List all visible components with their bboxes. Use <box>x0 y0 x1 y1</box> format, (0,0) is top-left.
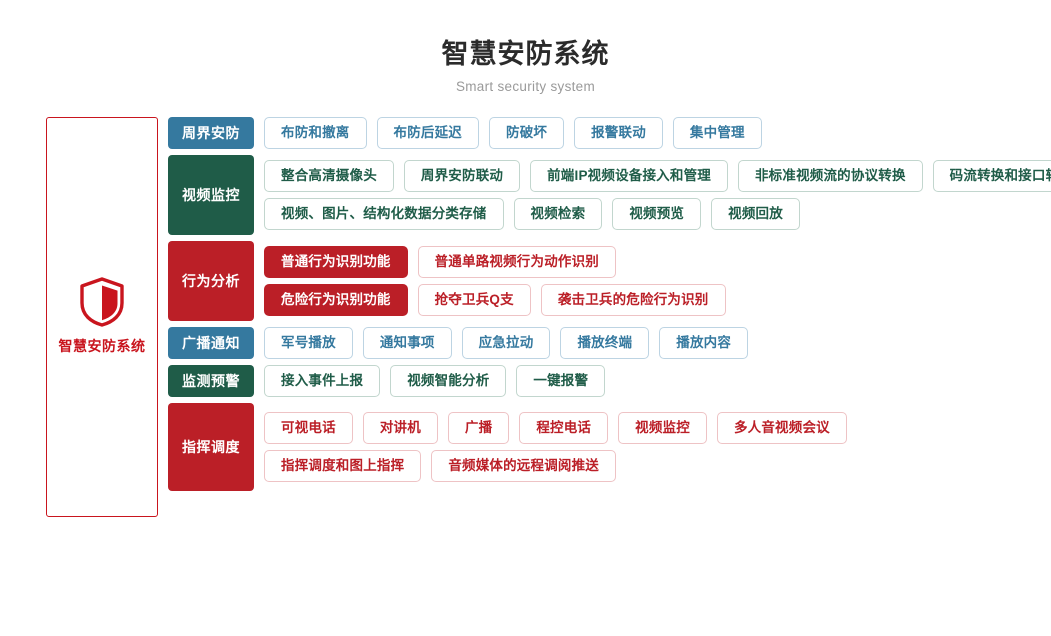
page-title: 智慧安防系统 <box>441 39 610 69</box>
feature-pill[interactable]: 整合高清摄像头 <box>264 159 394 192</box>
feature-pill[interactable]: 普通行为识别功能 <box>264 245 408 278</box>
item-line: 视频、图片、结构化数据分类存储视频检索视频预览视频回放 <box>264 197 1051 230</box>
feature-pill[interactable]: 指挥调度和图上指挥 <box>264 449 422 482</box>
category-items: 布防和撤离布防后延迟防破坏报警联动集中管理 <box>264 116 1051 149</box>
feature-pill[interactable]: 视频智能分析 <box>390 364 507 397</box>
content-layout: 智慧安防系统 周界安防布防和撤离布防后延迟防破坏报警联动集中管理视频监控整合高清… <box>0 116 1051 517</box>
feature-pill[interactable]: 视频回放 <box>711 197 800 230</box>
feature-pill[interactable]: 视频预览 <box>612 197 702 230</box>
category-items: 军号播放通知事项应急拉动播放终端播放内容 <box>264 326 1051 359</box>
item-line: 危险行为识别功能抢夺卫兵Q支袭击卫兵的危险行为识别 <box>264 283 1051 316</box>
feature-pill[interactable]: 集中管理 <box>672 116 762 149</box>
feature-pill[interactable]: 布防和撤离 <box>264 116 367 149</box>
category-label-6[interactable]: 指挥调度 <box>168 402 254 491</box>
feature-pill[interactable]: 视频检索 <box>513 197 603 230</box>
category-items: 接入事件上报视频智能分析一键报警 <box>264 364 1051 397</box>
page-subtitle: Smart security system <box>455 78 596 94</box>
feature-pill[interactable]: 广播 <box>447 411 510 444</box>
item-line: 指挥调度和图上指挥音频媒体的远程调阅推送 <box>264 449 1051 482</box>
brand-panel: 智慧安防系统 <box>46 116 158 517</box>
item-line: 接入事件上报视频智能分析一键报警 <box>264 364 1051 397</box>
feature-pill[interactable]: 前端IP视频设备接入和管理 <box>530 159 728 192</box>
feature-pill[interactable]: 应急拉动 <box>461 326 551 359</box>
feature-pill[interactable]: 多人音视频会议 <box>716 411 847 444</box>
feature-pill[interactable]: 一键报警 <box>516 364 606 397</box>
category-rows: 周界安防布防和撤离布防后延迟防破坏报警联动集中管理视频监控整合高清摄像头周界安防… <box>168 116 1051 497</box>
category-row: 行为分析普通行为识别功能普通单路视频行为动作识别危险行为识别功能抢夺卫兵Q支袭击… <box>168 240 1051 321</box>
item-line: 整合高清摄像头周界安防联动前端IP视频设备接入和管理非标准视频流的协议转换码流转… <box>264 159 1051 192</box>
category-label-2[interactable]: 视频监控 <box>168 154 254 235</box>
feature-pill[interactable]: 报警联动 <box>574 116 663 149</box>
category-label-3[interactable]: 行为分析 <box>168 240 254 321</box>
category-label-4[interactable]: 广播通知 <box>168 326 254 359</box>
category-label-5[interactable]: 监测预警 <box>168 364 254 397</box>
category-row: 广播通知军号播放通知事项应急拉动播放终端播放内容 <box>168 326 1051 359</box>
category-items: 可视电话对讲机广播程控电话视频监控多人音视频会议指挥调度和图上指挥音频媒体的远程… <box>264 403 1051 491</box>
category-items: 整合高清摄像头周界安防联动前端IP视频设备接入和管理非标准视频流的协议转换码流转… <box>264 155 1051 235</box>
feature-pill[interactable]: 码流转换和接口转换 <box>932 159 1051 192</box>
brand-label: 智慧安防系统 <box>58 338 146 355</box>
feature-pill[interactable]: 通知事项 <box>362 326 452 359</box>
page-header: 智慧安防系统 Smart security system <box>0 0 1051 94</box>
feature-pill[interactable]: 抢夺卫兵Q支 <box>417 283 531 316</box>
feature-pill[interactable]: 普通单路视频行为动作识别 <box>417 245 617 278</box>
item-line: 普通行为识别功能普通单路视频行为动作识别 <box>264 245 1051 278</box>
feature-pill[interactable]: 程控电话 <box>519 411 609 444</box>
feature-pill[interactable]: 布防后延迟 <box>376 116 479 149</box>
item-line: 布防和撤离布防后延迟防破坏报警联动集中管理 <box>264 116 1051 149</box>
category-row: 监测预警接入事件上报视频智能分析一键报警 <box>168 364 1051 397</box>
feature-pill[interactable]: 视频监控 <box>618 411 707 444</box>
feature-pill[interactable]: 危险行为识别功能 <box>264 283 408 316</box>
feature-pill[interactable]: 可视电话 <box>264 411 353 444</box>
feature-pill[interactable]: 周界安防联动 <box>403 159 521 192</box>
feature-pill[interactable]: 军号播放 <box>264 326 353 359</box>
feature-pill[interactable]: 非标准视频流的协议转换 <box>737 159 923 192</box>
item-line: 可视电话对讲机广播程控电话视频监控多人音视频会议 <box>264 411 1051 444</box>
feature-pill[interactable]: 防破坏 <box>489 116 565 149</box>
category-label-1[interactable]: 周界安防 <box>168 116 254 149</box>
feature-pill[interactable]: 袭击卫兵的危险行为识别 <box>540 283 726 316</box>
feature-pill[interactable]: 音频媒体的远程调阅推送 <box>431 449 617 482</box>
item-line: 军号播放通知事项应急拉动播放终端播放内容 <box>264 326 1051 359</box>
feature-pill[interactable]: 播放内容 <box>659 326 749 359</box>
shield-icon <box>79 277 125 327</box>
category-row: 指挥调度可视电话对讲机广播程控电话视频监控多人音视频会议指挥调度和图上指挥音频媒… <box>168 402 1051 491</box>
category-items: 普通行为识别功能普通单路视频行为动作识别危险行为识别功能抢夺卫兵Q支袭击卫兵的危… <box>264 241 1051 321</box>
category-row: 周界安防布防和撤离布防后延迟防破坏报警联动集中管理 <box>168 116 1051 149</box>
feature-pill[interactable]: 对讲机 <box>362 411 438 444</box>
feature-pill[interactable]: 接入事件上报 <box>264 364 381 397</box>
feature-pill[interactable]: 播放终端 <box>560 326 650 359</box>
category-row: 视频监控整合高清摄像头周界安防联动前端IP视频设备接入和管理非标准视频流的协议转… <box>168 154 1051 235</box>
feature-pill[interactable]: 视频、图片、结构化数据分类存储 <box>264 197 504 230</box>
